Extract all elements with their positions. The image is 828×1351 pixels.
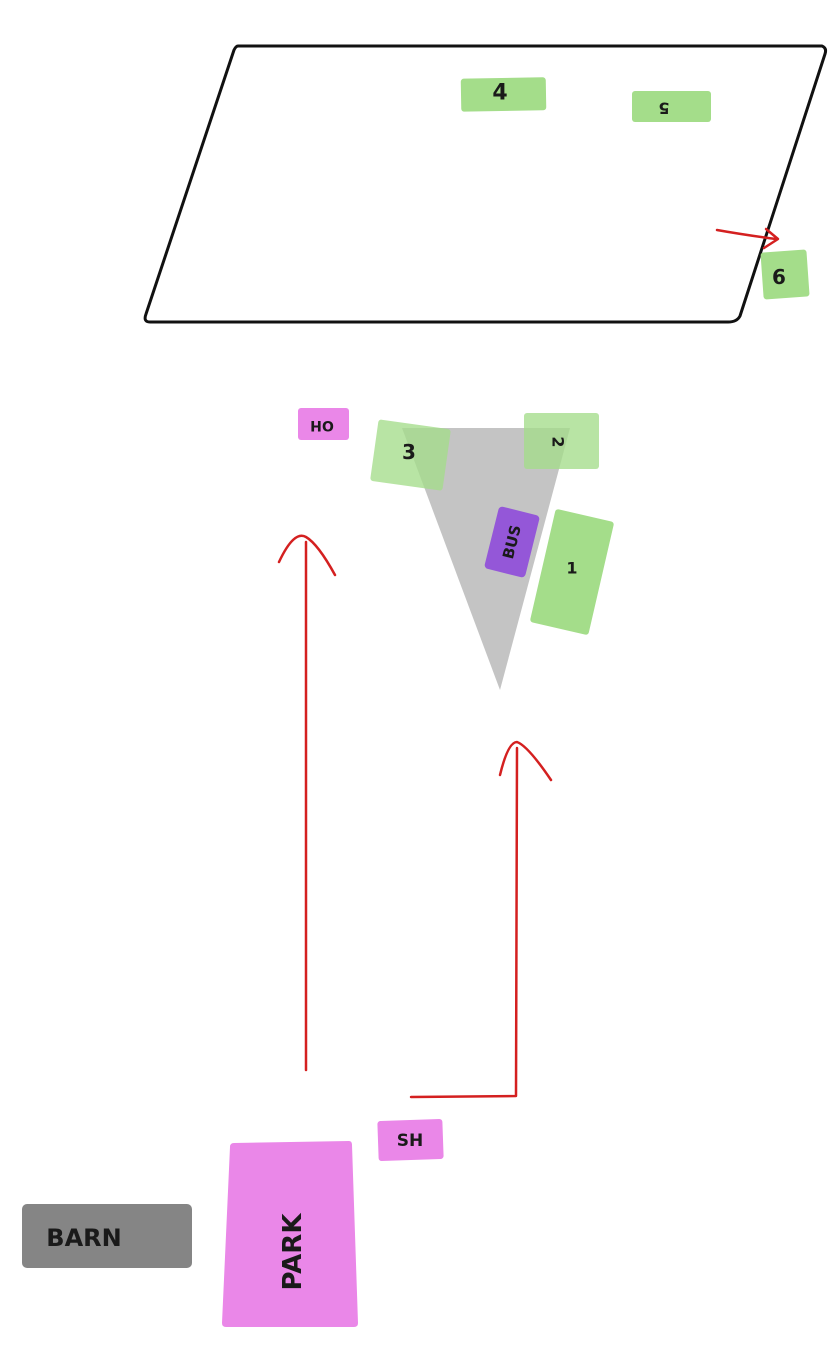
arrow-left-up [277, 534, 337, 1072]
oh-box: OH [298, 408, 349, 440]
sh-box: SH [377, 1118, 444, 1162]
box-6: 6 [760, 249, 810, 300]
box-2: 2 [524, 413, 599, 469]
box-2-label: 2 [549, 436, 568, 447]
box-6-label: 6 [772, 265, 786, 289]
gray-triangle [402, 428, 570, 690]
park-label: PARK [278, 1213, 308, 1291]
box-5-label: 5 [658, 99, 669, 118]
box-5: 5 [632, 91, 711, 122]
arrow-right-up [409, 740, 553, 1099]
box-4-label: 4 [492, 81, 507, 106]
box-3: 3 [370, 419, 451, 491]
bus-box: BUS [484, 506, 540, 578]
box-1-label: 1 [566, 559, 577, 578]
box-3-label: 3 [402, 440, 416, 464]
oh-label: OH [310, 417, 334, 433]
box-1: 1 [530, 509, 614, 635]
sh-label: SH [397, 1131, 423, 1151]
barn-label: BARN [46, 1224, 121, 1252]
box-4: 4 [460, 77, 547, 112]
barn-box: BARN [22, 1204, 192, 1268]
park-area: PARK [222, 1141, 358, 1327]
arrow-to-box-6 [715, 227, 780, 250]
parallelogram-outline [143, 44, 828, 324]
